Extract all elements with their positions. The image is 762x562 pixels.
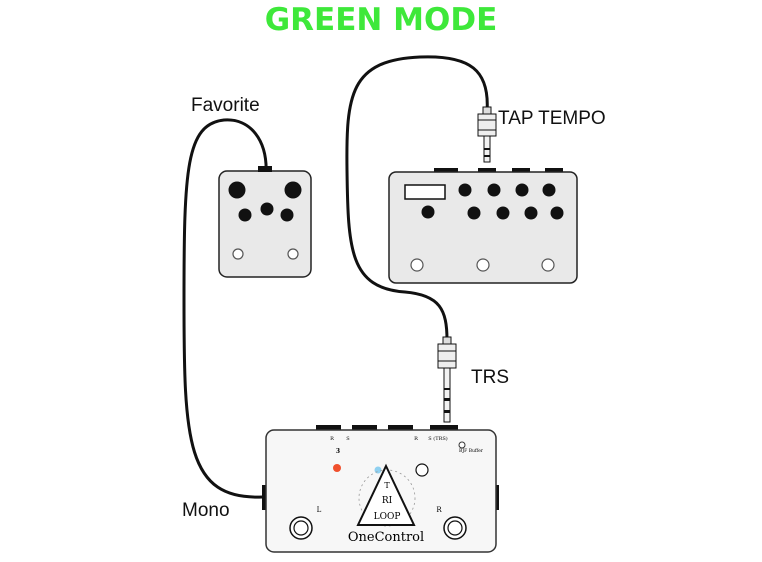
favorite-cable — [182, 118, 268, 499]
brand-label: OneControl — [348, 530, 424, 545]
tri-loop-logo: T RI LOOP — [374, 481, 401, 522]
page-title: GREEN MODE — [264, 2, 498, 38]
trs-label: TRS — [471, 367, 509, 388]
footswitch-label-right: R — [436, 506, 442, 514]
trs-plug — [437, 336, 457, 423]
tap-tempo-plug — [477, 106, 497, 163]
buffer-label: BJF Buffer — [459, 448, 484, 454]
jack-label-s-trs: S (TRS) — [428, 435, 447, 442]
tap-tempo-cable — [345, 55, 489, 341]
footswitch-label-left: L — [317, 506, 322, 514]
svg-text:T: T — [384, 481, 390, 490]
tri-loop-device: R S R S (TRS) 3 BJF Buffer L R OneContro… — [262, 425, 499, 553]
favorite-label: Favorite — [191, 95, 260, 116]
jack-label-r1: R — [330, 436, 334, 442]
svg-text:RI: RI — [382, 496, 393, 506]
led-label: 3 — [336, 448, 340, 455]
favorite-pedal — [218, 166, 312, 278]
multi-effect-unit — [388, 168, 578, 284]
tap-tempo-label: TAP TEMPO — [498, 108, 606, 129]
jack-label-s1: S — [346, 436, 350, 442]
jack-label-r2: R — [414, 436, 418, 442]
svg-text:LOOP: LOOP — [374, 512, 401, 522]
mono-label: Mono — [182, 500, 230, 521]
